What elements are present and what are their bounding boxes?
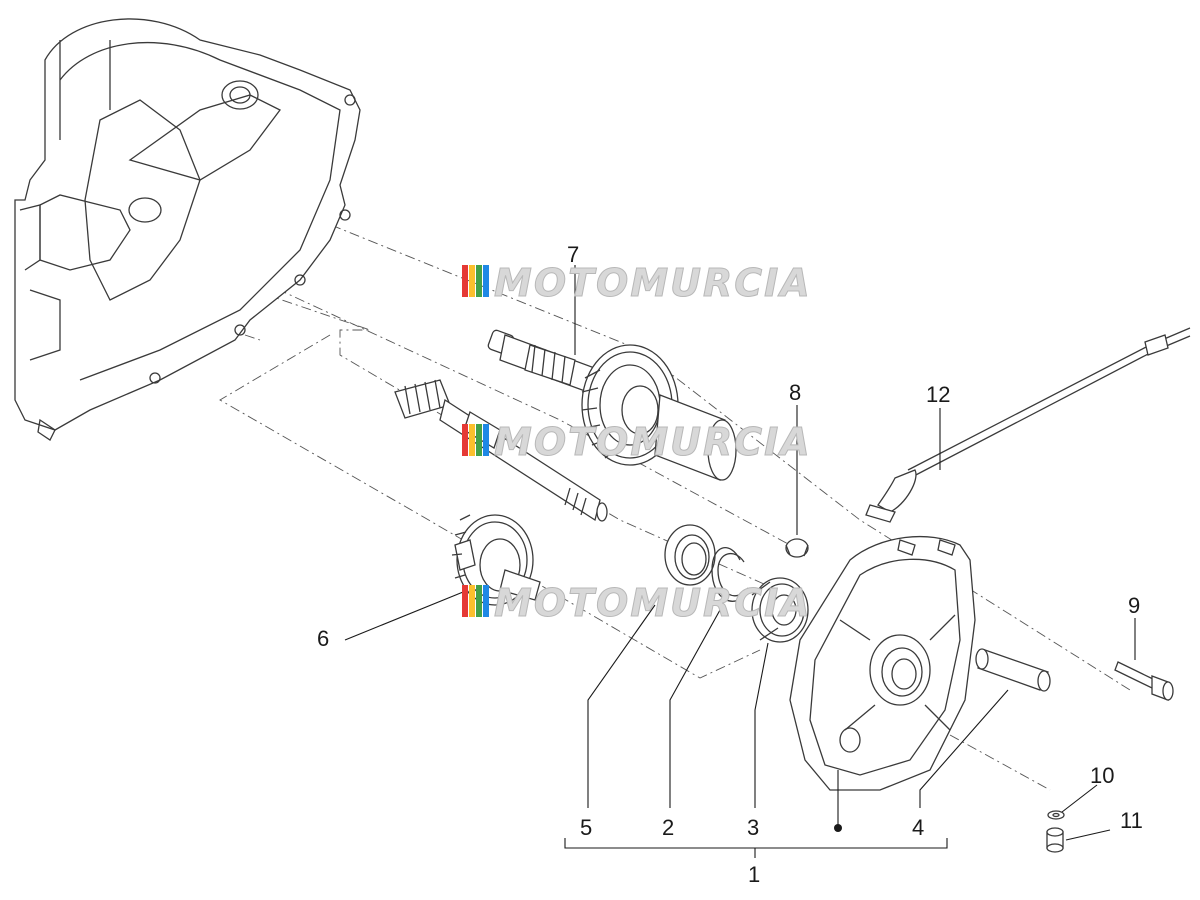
watermark-top: MOTOMURCIA <box>462 261 812 306</box>
part-2-circlip <box>711 547 751 602</box>
callout-6: 6 <box>317 626 329 651</box>
callout-5: 5 <box>580 815 592 840</box>
watermark-stripe-1 <box>462 585 468 617</box>
callout-10: 10 <box>1090 763 1114 788</box>
callout-labels: 7 8 12 9 6 10 11 5 2 3 4 1 <box>317 242 1143 887</box>
watermark-text-bottom: MOTOMURCIA <box>494 581 812 625</box>
watermark-bottom: MOTOMURCIA <box>462 581 812 626</box>
part-12-breather-tube <box>865 327 1191 523</box>
watermark-stripe-2 <box>469 424 475 456</box>
watermark-text-top: MOTOMURCIA <box>494 261 812 305</box>
watermark-stripe-4 <box>483 265 489 297</box>
callout-9: 9 <box>1128 593 1140 618</box>
watermark-stripe-3 <box>476 424 482 456</box>
watermark-stripe-3 <box>476 265 482 297</box>
callout-1: 1 <box>748 862 760 887</box>
part-9-bolt <box>1114 661 1174 701</box>
part-11-screw <box>1046 827 1064 853</box>
watermark-stripe-2 <box>469 265 475 297</box>
crankcase-cover <box>14 18 361 441</box>
watermark-stripe-4 <box>483 424 489 456</box>
callout-7: 7 <box>567 242 579 267</box>
part-3-bearing <box>751 577 809 643</box>
part-8-bushing <box>785 538 809 558</box>
watermark-text-middle: MOTOMURCIA <box>494 420 812 464</box>
watermark-stripe-2 <box>469 585 475 617</box>
assembly-guide-lines <box>149 179 1131 791</box>
callout-3: 3 <box>747 815 759 840</box>
dowel-pin <box>975 648 1051 692</box>
watermark-stripe-4 <box>483 585 489 617</box>
part-4-transmission-cover <box>789 536 976 791</box>
assembly-dot <box>834 824 842 832</box>
callout-11: 11 <box>1120 808 1143 833</box>
part-7-driven-shaft-gear <box>487 329 737 481</box>
callout-8: 8 <box>789 380 801 405</box>
part-5-oil-seal <box>664 524 716 586</box>
leader-lines <box>344 265 1136 858</box>
part-10-washer <box>1047 810 1065 820</box>
watermark-stripe-3 <box>476 585 482 617</box>
watermark-stripe-1 <box>462 265 468 297</box>
callout-2: 2 <box>662 815 674 840</box>
watermark-middle: MOTOMURCIA <box>462 420 812 465</box>
callout-4: 4 <box>912 815 924 840</box>
callout-12: 12 <box>926 382 950 407</box>
part-6-gear-pinion <box>451 514 541 606</box>
watermark-stripe-1 <box>462 424 468 456</box>
